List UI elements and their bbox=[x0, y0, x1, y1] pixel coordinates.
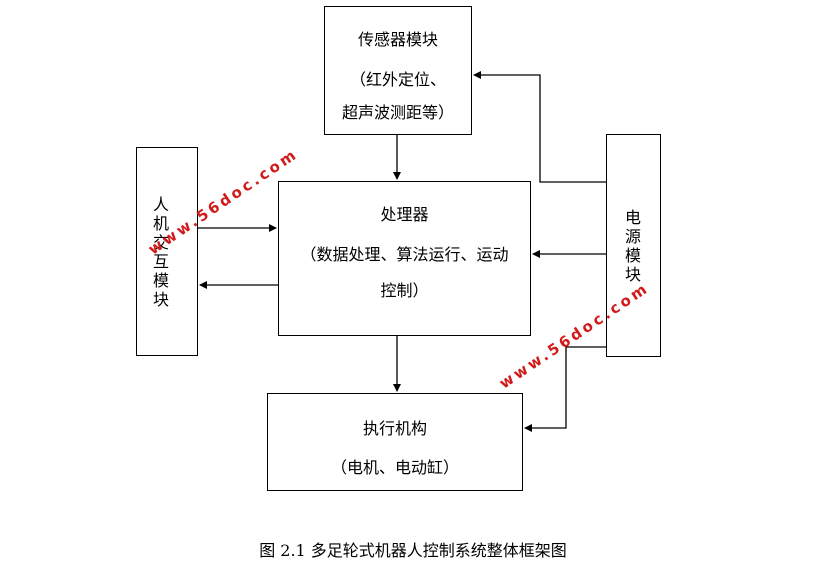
power-module-label: 电源模块 bbox=[624, 208, 641, 284]
sensor-module-title: 传感器模块 bbox=[357, 30, 438, 49]
actuator-title: 执行机构 bbox=[362, 419, 427, 438]
figure-caption: 图 2.1 多足轮式机器人控制系统整体框架图 bbox=[259, 541, 567, 560]
sensor-module-detail-2: 超声波测距等） bbox=[341, 103, 454, 122]
processor-title: 处理器 bbox=[380, 205, 429, 224]
processor-detail-1: （数据处理、算法运行、运动 bbox=[300, 245, 509, 264]
hci-module-box bbox=[136, 147, 198, 356]
sensor-module-detail-1: （红外定位、 bbox=[349, 70, 446, 89]
arrow-power-to-sensor bbox=[473, 71, 606, 183]
processor-box bbox=[278, 181, 531, 336]
actuator-box bbox=[267, 393, 523, 491]
power-module-box bbox=[606, 134, 661, 357]
sensor-module-box bbox=[324, 6, 472, 135]
arrow-power-to-actuator bbox=[524, 346, 606, 432]
processor-detail-2: 控制） bbox=[380, 281, 429, 300]
actuator-detail: （电机、电动缸） bbox=[330, 458, 459, 477]
hci-module-label: 人机交互模块 bbox=[152, 195, 169, 309]
